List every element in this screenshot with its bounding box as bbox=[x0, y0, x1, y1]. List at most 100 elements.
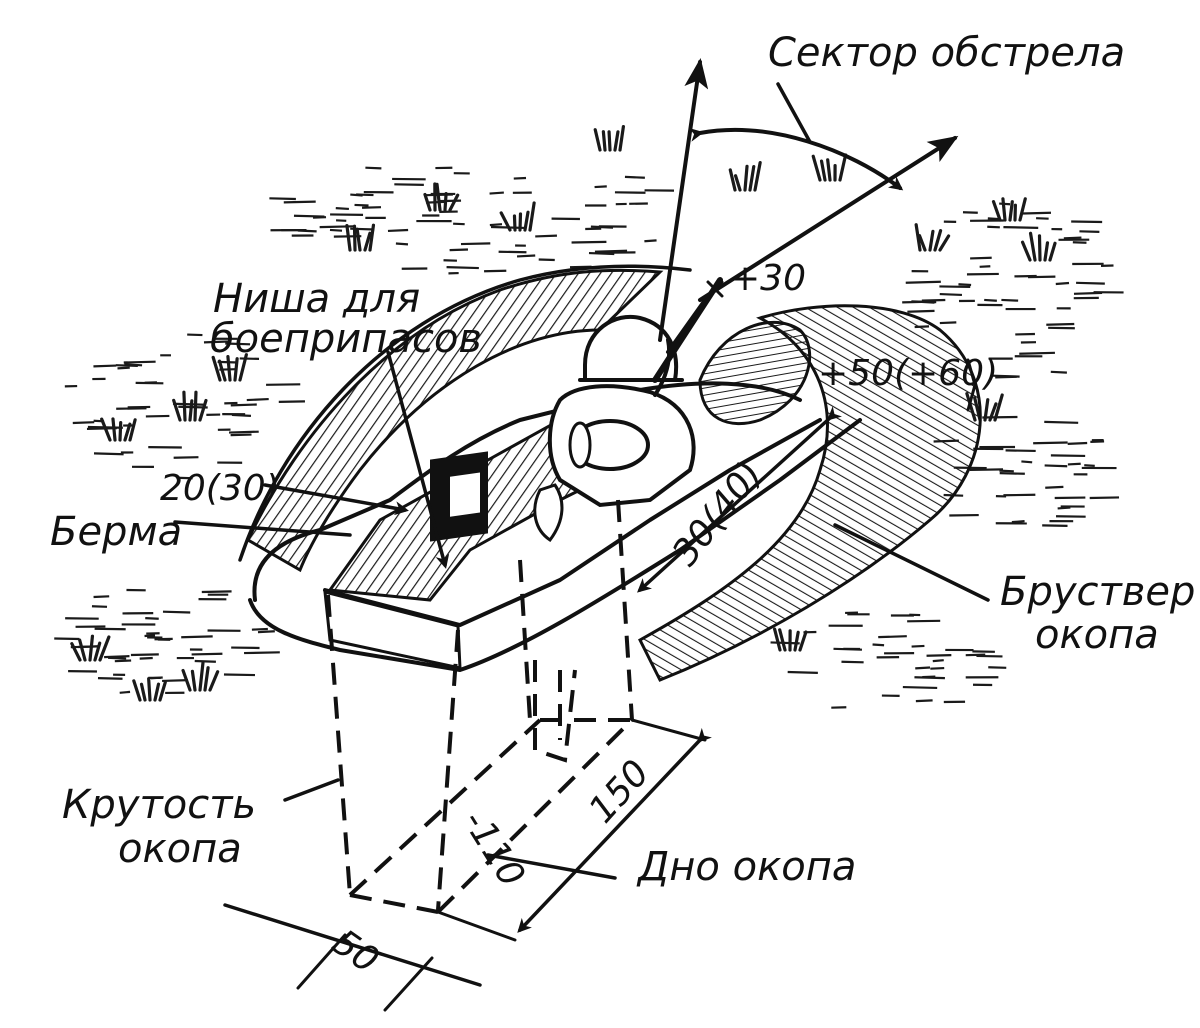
ground-stroke bbox=[1003, 227, 1038, 228]
dim-150-ext1 bbox=[632, 720, 705, 740]
ground-stroke bbox=[231, 435, 252, 436]
grass-tuft bbox=[603, 132, 605, 150]
ground-stroke bbox=[625, 177, 645, 178]
ground-stroke bbox=[966, 655, 986, 656]
ground-stroke bbox=[939, 286, 970, 287]
ground-stroke bbox=[907, 311, 934, 312]
ground-stroke bbox=[572, 242, 607, 243]
grass-tuft bbox=[1010, 202, 1012, 220]
grass-tuft bbox=[1031, 233, 1035, 260]
ground-stroke bbox=[1000, 473, 1025, 474]
grass-tuft bbox=[736, 176, 740, 190]
grass-tuft bbox=[994, 202, 1000, 220]
grass-tuft bbox=[142, 684, 145, 700]
ground-stroke bbox=[1019, 353, 1055, 354]
ground-stroke bbox=[1045, 487, 1063, 488]
grass-tuft bbox=[120, 423, 121, 440]
ground-stroke bbox=[517, 256, 535, 257]
ground-stroke bbox=[247, 399, 269, 400]
ground-stroke bbox=[145, 618, 158, 619]
ground-stroke bbox=[970, 258, 992, 259]
ground-stroke bbox=[1044, 422, 1078, 423]
ground-stroke bbox=[461, 243, 490, 244]
ground-stroke bbox=[906, 282, 941, 283]
ground-stroke bbox=[1068, 443, 1087, 444]
grass-tuft bbox=[347, 226, 350, 250]
ground-stroke bbox=[1023, 213, 1051, 214]
grass-tuft bbox=[930, 231, 933, 250]
label-sector-of-fire: Сектор обстрела bbox=[768, 30, 1125, 76]
ground-stroke bbox=[980, 266, 991, 267]
ground-stroke bbox=[903, 687, 937, 688]
ground-stroke bbox=[841, 662, 863, 663]
grass-tuft bbox=[795, 632, 798, 650]
ground-stroke bbox=[963, 212, 978, 213]
ground-stroke bbox=[394, 184, 424, 185]
grass-tuft bbox=[1050, 243, 1055, 260]
ground-stroke bbox=[907, 621, 940, 622]
ground-stroke bbox=[982, 417, 1017, 418]
ground-stroke bbox=[1079, 231, 1099, 232]
ground-stroke bbox=[933, 660, 944, 661]
ground-stroke bbox=[447, 267, 479, 268]
ground-stroke bbox=[922, 300, 945, 301]
grass-tuft bbox=[113, 419, 115, 440]
ground-stroke bbox=[450, 249, 468, 250]
ground-stroke bbox=[1084, 465, 1095, 466]
ground-stroke bbox=[1056, 283, 1069, 284]
label-20-30: 20(30) bbox=[160, 468, 280, 509]
grass-tuft bbox=[745, 166, 747, 190]
ground-stroke bbox=[284, 202, 316, 203]
ground-stroke bbox=[1045, 465, 1068, 466]
ground-stroke bbox=[1028, 277, 1055, 278]
ground-stroke bbox=[1090, 497, 1119, 498]
ground-stroke bbox=[173, 404, 205, 405]
grass-tuft bbox=[935, 231, 941, 250]
label-150: 150 bbox=[581, 753, 657, 832]
ground-stroke bbox=[95, 629, 126, 630]
grass-tuft bbox=[840, 155, 846, 180]
grass-tuft bbox=[437, 184, 440, 210]
ground-stroke bbox=[98, 678, 123, 679]
ground-stroke bbox=[1033, 443, 1067, 444]
grass-tuft bbox=[200, 401, 206, 420]
ground-stroke bbox=[490, 224, 502, 225]
ground-stroke bbox=[1051, 455, 1085, 456]
grass-tuft bbox=[160, 682, 165, 700]
label-parapet-line1: Бруствер bbox=[1000, 569, 1195, 615]
grass-tuft bbox=[828, 160, 830, 180]
ground-stroke bbox=[116, 365, 138, 366]
ground-stroke bbox=[644, 240, 656, 241]
ground-stroke bbox=[878, 636, 907, 637]
grass-tuft bbox=[525, 212, 528, 230]
grass-tuft bbox=[615, 132, 618, 150]
ground-stroke bbox=[396, 243, 408, 244]
ground-stroke bbox=[987, 227, 1000, 228]
ground-stroke bbox=[258, 631, 275, 632]
ground-stroke bbox=[131, 654, 159, 655]
ground-stroke bbox=[591, 227, 613, 228]
ground-stroke bbox=[927, 655, 952, 656]
ground-stroke bbox=[163, 612, 190, 613]
label-trench-bottom: Дно окопа bbox=[636, 844, 856, 890]
ground-stroke bbox=[1090, 441, 1104, 442]
ground-stroke bbox=[195, 661, 216, 662]
grass-tuft bbox=[1020, 199, 1025, 220]
ground-stroke bbox=[535, 236, 557, 237]
ground-stroke bbox=[266, 384, 300, 385]
ground-stroke bbox=[1021, 461, 1032, 462]
ground-stroke bbox=[162, 680, 188, 681]
ground-stroke bbox=[279, 401, 305, 402]
grass-tuft bbox=[730, 170, 735, 190]
grass-tuft bbox=[200, 663, 203, 690]
ground-stroke bbox=[1074, 293, 1102, 294]
label-steep-line1: Крутость bbox=[62, 782, 256, 828]
ground-stroke bbox=[1064, 238, 1082, 239]
ground-stroke bbox=[1001, 300, 1018, 301]
ground-stroke bbox=[92, 606, 107, 607]
grass-tuft bbox=[155, 684, 158, 700]
grass-tuft bbox=[595, 130, 600, 150]
grass-tuft bbox=[190, 401, 192, 420]
ground-stroke bbox=[224, 674, 255, 675]
